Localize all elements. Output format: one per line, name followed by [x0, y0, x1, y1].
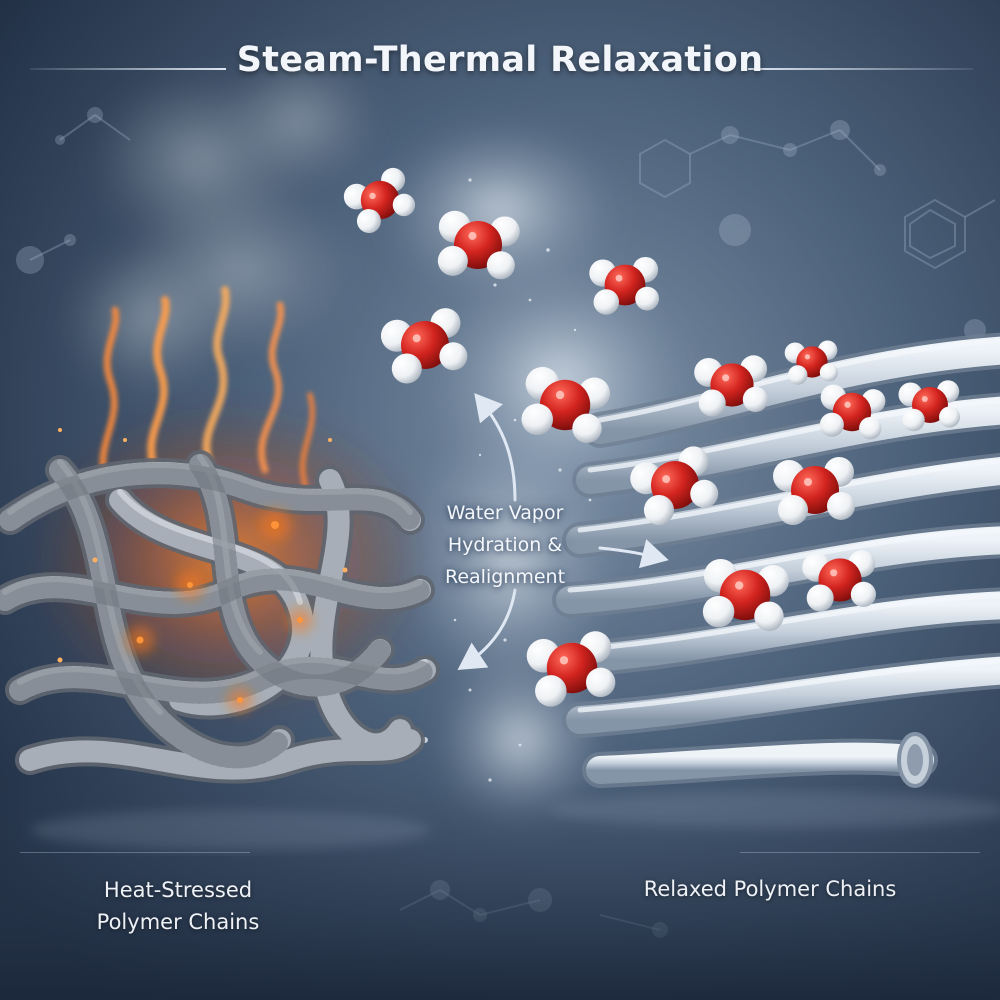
water-molecule-icon [702, 558, 789, 631]
atom-highlight [555, 390, 565, 400]
hydrogen-atom [827, 492, 855, 520]
water-molecule-icon [630, 446, 719, 526]
atom-highlight [559, 656, 569, 665]
hydrogen-atom [690, 479, 719, 508]
hydrogen-atom [521, 403, 554, 436]
hydrogen-atom [356, 209, 381, 234]
water-molecule-icon [898, 380, 960, 432]
atom-highlight [735, 581, 744, 590]
hydrogen-atom [702, 595, 735, 628]
hydrogen-atom [742, 386, 768, 412]
process-label-line2: Hydration & [447, 534, 563, 556]
water-molecule-icon [773, 457, 855, 525]
title-rule-left [30, 68, 226, 70]
atom-highlight [412, 334, 421, 343]
heat-stressed-label-line1: Heat-Stressed [103, 878, 253, 902]
hydrogen-atom [643, 495, 674, 526]
process-label: Water Vapor Hydration & Realignment [415, 497, 595, 593]
hydrogen-atom [806, 584, 834, 612]
hydrogen-atom [902, 408, 925, 432]
atom-highlight [804, 354, 811, 360]
hydrogen-atom [593, 289, 620, 315]
relaxed-chains-label: Relaxed Polymer Chains [643, 877, 897, 901]
hydrogen-atom [939, 406, 960, 428]
water-molecule-icon [343, 167, 416, 234]
atom-highlight [722, 374, 730, 382]
hydrogen-atom [754, 601, 784, 631]
hydrogen-atom [585, 667, 616, 698]
tangled-polymer-chains [0, 450, 440, 784]
atom-highlight [804, 478, 812, 486]
process-label-line1: Water Vapor [446, 502, 564, 524]
hydrogen-atom [439, 342, 468, 371]
diagram-title: Steam-Thermal Relaxation [236, 40, 764, 80]
hydrogen-atom [787, 365, 808, 385]
atom-highlight [662, 475, 671, 484]
atom-highlight [615, 274, 623, 282]
water-molecules [343, 167, 960, 707]
hydrogen-atom [819, 412, 844, 437]
hydrogen-atom [778, 495, 808, 525]
atom-highlight [844, 401, 851, 408]
hydrogen-atom [437, 245, 468, 276]
water-molecule-icon [589, 256, 659, 315]
hydrogen-atom [850, 581, 876, 607]
atom-highlight [921, 396, 928, 402]
heat-stressed-label-line2: Polymer Chains [96, 910, 260, 934]
hydrogen-atom [486, 251, 515, 280]
water-molecule-icon [437, 210, 520, 280]
hydrogen-atom [392, 193, 416, 217]
footer-rule-right [740, 852, 980, 853]
hydrogen-atom [635, 286, 659, 311]
atom-highlight [369, 192, 376, 200]
process-label-line3: Realignment [444, 566, 566, 588]
hydrogen-atom [859, 417, 882, 440]
flame-icon [99, 286, 316, 488]
atom-highlight [468, 231, 477, 240]
hydrogen-atom [535, 675, 567, 707]
footer-rule-left [20, 852, 250, 853]
water-molecule-icon [784, 340, 838, 385]
heat-stressed-label: Heat-Stressed Polymer Chains [58, 874, 298, 938]
hydrogen-atom [698, 389, 726, 417]
arrow-icon [457, 393, 669, 670]
water-molecule-icon [521, 366, 610, 443]
hydrogen-atom [391, 353, 422, 384]
hydrogen-atom [572, 413, 602, 443]
hydrogen-atom [819, 363, 838, 382]
water-molecule-icon [802, 550, 876, 612]
water-molecule-icon [526, 631, 616, 707]
water-molecule-icon [819, 384, 886, 440]
water-molecule-icon [380, 308, 468, 384]
water-molecule-icon [694, 355, 768, 417]
atom-highlight [830, 569, 838, 577]
